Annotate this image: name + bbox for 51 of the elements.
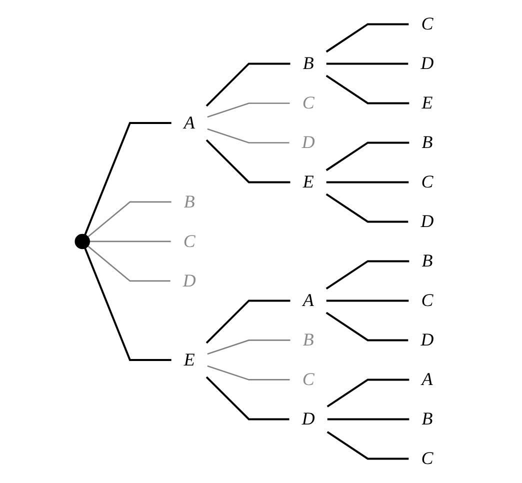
connector [327,378,410,408]
connector [326,142,410,172]
node-text: B [303,330,314,350]
node-text: C [421,14,434,34]
connector [206,300,291,344]
connector [326,74,410,104]
node-text: B [184,192,196,212]
connector [326,260,410,290]
node-text: A [303,290,314,311]
node-text: D [302,409,316,430]
connector [326,23,409,53]
node-text: E [422,93,433,114]
connector [90,240,172,242]
node-text: B [422,409,433,430]
node-text: C [184,232,196,252]
node-text: C [421,172,434,192]
connector [326,300,409,302]
node-text: E [303,172,314,192]
connector [206,139,291,184]
node-text: D [420,212,434,232]
connector [206,62,291,107]
node-text: A [184,113,196,133]
connector [326,193,408,223]
node-text: D [420,54,434,74]
connector [328,418,410,420]
connector [84,122,172,236]
node-text: C [302,93,315,114]
connector [326,62,408,65]
connector [326,312,408,342]
connector [326,181,409,184]
connector [88,246,171,282]
connector [208,340,291,355]
connector [327,431,409,460]
connector [206,376,290,420]
node-text: E [184,350,196,370]
node-text: B [422,251,433,272]
node-circle [75,234,90,250]
connector [88,201,172,238]
node-text: D [183,271,196,291]
node-text: C [421,290,434,311]
connector [208,102,290,118]
node-text: B [303,54,314,74]
connector [208,365,290,380]
node-text: C [421,448,434,469]
node-text: D [302,132,316,153]
node-text: A [422,370,433,390]
node-text: D [420,330,434,350]
connector [84,248,172,361]
node-text: B [422,132,433,153]
connector [208,128,290,144]
node-text: C [302,370,315,390]
